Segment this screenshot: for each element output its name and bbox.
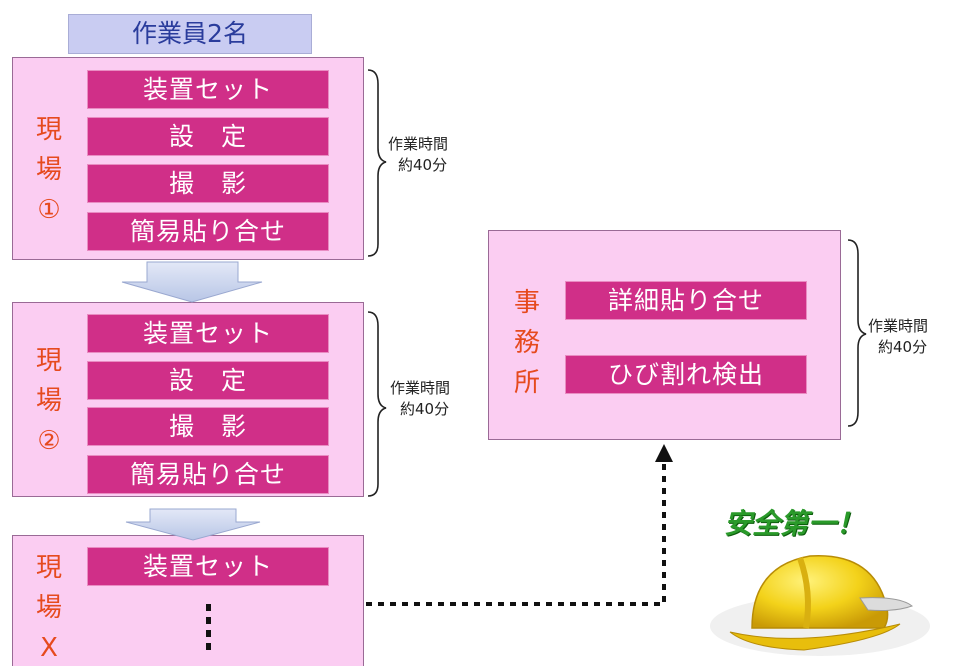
site-label-line: X: [40, 633, 58, 663]
time-line: 約40分: [400, 400, 450, 418]
continuation-dots: [203, 604, 213, 664]
hard-hat-icon: [710, 554, 930, 656]
site-label-line: 場: [35, 386, 62, 416]
task-simple-stitch: 簡易貼り合せ: [87, 212, 329, 251]
time-line: 作業時間: [390, 379, 451, 397]
task-photograph: 撮 影: [87, 164, 329, 203]
site-1-box: 現 場 ① 装置セット 設 定 撮 影 簡易貼り合せ: [12, 57, 364, 260]
office-label-line: 所: [513, 368, 540, 398]
site-2-box: 現 場 ② 装置セット 設 定 撮 影 簡易貼り合せ: [12, 302, 364, 497]
dotted-arrow-icon: [366, 444, 673, 606]
site-label-line: 現: [35, 346, 62, 376]
site-label-line: 場: [35, 593, 62, 623]
site-2-time: 作業時間 約40分: [390, 378, 450, 420]
time-line: 作業時間: [868, 317, 929, 335]
workers-header: 作業員2名: [68, 14, 312, 54]
task-device-setup: 装置セット: [87, 547, 329, 586]
site-x-label: 現 場 X: [29, 548, 69, 666]
curly-brace-icon: [847, 239, 867, 427]
task-detailed-stitch: 詳細貼り合せ: [565, 281, 807, 320]
site-label-line: 現: [35, 553, 62, 583]
site-x-box: 現 場 X 装置セット: [12, 535, 364, 666]
down-arrow-icon: [125, 508, 261, 541]
task-device-setup: 装置セット: [87, 70, 329, 109]
office-box: 事 務 所 詳細貼り合せ ひび割れ検出: [488, 230, 841, 440]
task-crack-detection: ひび割れ検出: [565, 355, 807, 394]
site-1-label: 現 場 ①: [29, 110, 69, 230]
office-time: 作業時間 約40分: [868, 316, 928, 358]
office-label-line: 事: [513, 288, 540, 318]
task-simple-stitch: 簡易貼り合せ: [87, 455, 329, 494]
site-label-line: ①: [37, 195, 61, 225]
site-2-label: 現 場 ②: [29, 341, 69, 461]
site-1-time: 作業時間 約40分: [388, 134, 448, 176]
office-label: 事 務 所: [507, 283, 547, 403]
office-label-line: 務: [513, 328, 540, 358]
down-arrow-icon: [121, 261, 263, 303]
site-label-line: ②: [37, 426, 61, 456]
task-configure: 設 定: [87, 117, 329, 156]
time-line: 作業時間: [388, 135, 449, 153]
time-line: 約40分: [398, 156, 448, 174]
time-line: 約40分: [878, 338, 928, 356]
task-configure: 設 定: [87, 361, 329, 400]
safety-slogan: 安全第一！: [724, 507, 865, 540]
curly-brace-icon: [367, 69, 387, 257]
task-photograph: 撮 影: [87, 407, 329, 446]
curly-brace-icon: [367, 311, 387, 497]
task-device-setup: 装置セット: [87, 314, 329, 353]
site-label-line: 場: [35, 155, 62, 185]
site-label-line: 現: [35, 115, 62, 145]
